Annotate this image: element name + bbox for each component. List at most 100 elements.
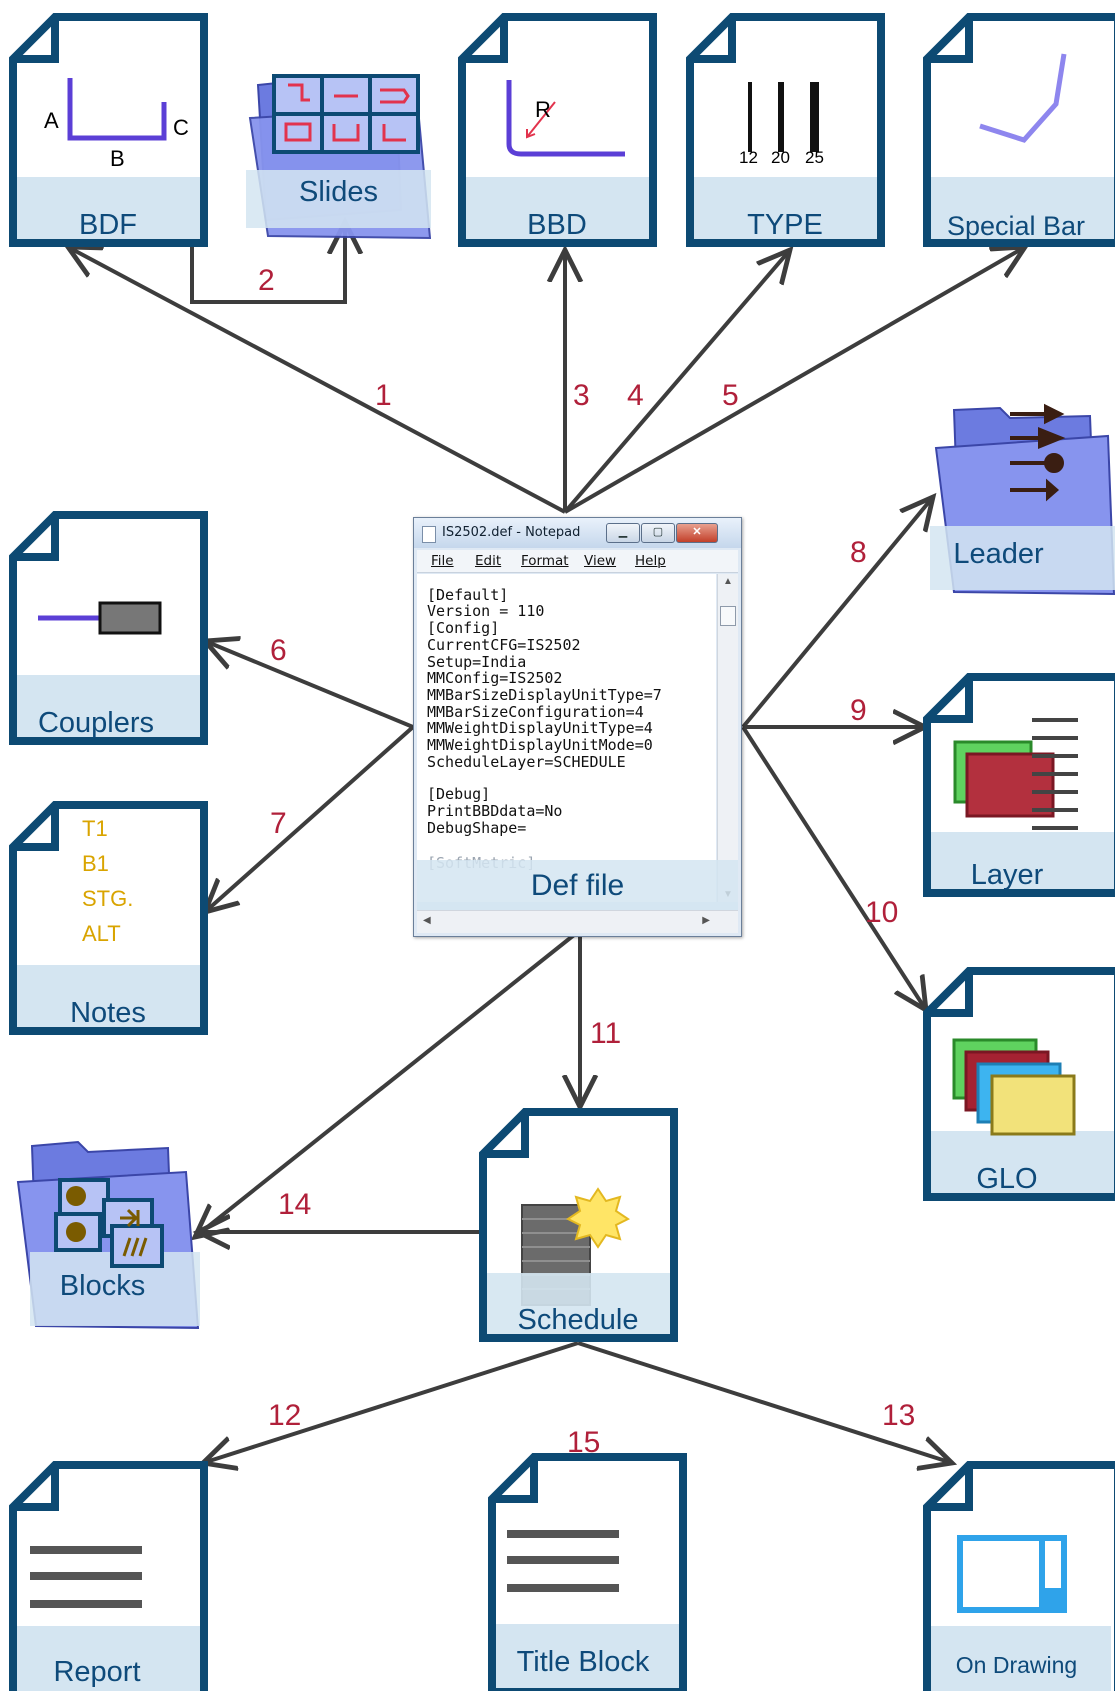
scroll-left-icon[interactable]: ◀ xyxy=(423,915,431,926)
arrow-2 xyxy=(190,222,345,304)
node-slides[interactable]: Slides xyxy=(246,60,431,240)
document-icon xyxy=(458,13,657,247)
node-layer[interactable]: Layer xyxy=(922,672,1115,898)
step-14: 14 xyxy=(278,1188,311,1221)
document-icon xyxy=(9,801,208,1035)
text-line: Version = 110 xyxy=(427,602,545,620)
menu-bar: File Edit Format View Help xyxy=(417,550,738,573)
horizontal-scrollbar[interactable]: ◀ ▶ xyxy=(417,910,738,933)
node-bbd[interactable]: R BBD xyxy=(457,12,657,248)
node-label: Blocks xyxy=(59,1270,146,1302)
bar-size-25: 25 xyxy=(805,148,824,167)
node-label: Title Block xyxy=(516,1646,650,1678)
node-label: BDF xyxy=(79,209,137,241)
node-special-bar[interactable]: Special Bar xyxy=(922,12,1115,248)
node-label: Notes xyxy=(70,997,146,1029)
node-label: Leader xyxy=(953,538,1044,570)
step-13: 13 xyxy=(882,1399,915,1432)
node-notes[interactable]: T1 B1 STG. ALT Notes xyxy=(8,800,208,1036)
menu-format[interactable]: Format xyxy=(521,553,569,569)
step-2: 2 xyxy=(258,264,275,297)
document-icon xyxy=(923,967,1115,1201)
arrow-blocks xyxy=(195,933,576,1237)
text-line: CurrentCFG=IS2502 xyxy=(427,636,581,654)
close-icon[interactable]: ✕ xyxy=(676,523,718,543)
step-1: 1 xyxy=(375,379,392,412)
menu-file[interactable]: File xyxy=(431,553,454,569)
scroll-thumb[interactable] xyxy=(720,606,736,626)
node-glo[interactable]: GLO xyxy=(922,966,1115,1202)
step-10: 10 xyxy=(865,896,898,929)
step-6: 6 xyxy=(270,634,287,667)
node-label: Couplers xyxy=(37,707,155,739)
arrow-8 xyxy=(741,497,933,729)
arrow-12 xyxy=(203,1341,579,1463)
bar-size-20: 20 xyxy=(771,148,790,167)
text-line: MMBarSizeConfiguration=4 xyxy=(427,703,644,721)
arrow-4 xyxy=(563,250,790,514)
step-4: 4 xyxy=(627,379,644,412)
folder-icon xyxy=(246,74,431,240)
folder-icon xyxy=(16,1140,200,1330)
node-label: TYPE xyxy=(747,209,823,241)
node-label: GLO xyxy=(976,1163,1038,1195)
dim-b: B xyxy=(110,146,125,171)
node-type[interactable]: 12 20 25 TYPE xyxy=(685,12,885,248)
document-icon xyxy=(9,511,208,745)
def-file-window[interactable]: IS2502.def - Notepad ▁ ▢ ✕ File Edit For… xyxy=(413,517,742,937)
step-11: 11 xyxy=(590,1017,621,1050)
maximize-icon[interactable]: ▢ xyxy=(641,523,675,543)
folder-icon xyxy=(930,403,1115,596)
step-8: 8 xyxy=(850,536,867,569)
arrow-5 xyxy=(564,247,1025,514)
vertical-scrollbar[interactable]: ▲ ▼ xyxy=(717,574,738,902)
step-9: 9 xyxy=(850,694,867,727)
label-band xyxy=(417,860,738,910)
document-icon xyxy=(479,1108,678,1342)
document-icon xyxy=(686,13,885,247)
step-7: 7 xyxy=(270,807,287,840)
node-schedule[interactable]: Schedule xyxy=(478,1107,678,1343)
node-bdf[interactable]: A B C BDF xyxy=(8,12,208,248)
text-area[interactable]: [Default] Version = 110 [Config] Current… xyxy=(417,574,716,902)
arrow-6 xyxy=(205,641,414,729)
text-line: MMWeightDisplayUnitType=4 xyxy=(427,719,653,737)
node-label: On Drawing xyxy=(955,1652,1078,1678)
document-icon xyxy=(923,1461,1115,1691)
scroll-right-icon[interactable]: ▶ xyxy=(702,915,710,926)
node-couplers[interactable]: Couplers xyxy=(8,510,208,746)
window-titlebar[interactable]: IS2502.def - Notepad ▁ ▢ ✕ xyxy=(414,518,741,548)
text-line: ScheduleLayer=SCHEDULE xyxy=(427,753,626,771)
scroll-up-icon[interactable]: ▲ xyxy=(723,576,733,587)
text-line: PrintBBDdata=No xyxy=(427,802,563,820)
text-line: MMConfig=IS2502 xyxy=(427,669,563,687)
node-blocks[interactable]: Blocks xyxy=(16,1134,201,1330)
dim-a: A xyxy=(44,108,59,133)
dim-c: C xyxy=(173,115,189,140)
menu-view[interactable]: View xyxy=(584,553,617,569)
note-b1: B1 xyxy=(82,851,109,876)
node-leader[interactable]: Leader xyxy=(930,400,1115,596)
menu-edit[interactable]: Edit xyxy=(475,553,502,569)
node-title-block[interactable]: Title Block xyxy=(487,1452,687,1691)
step-12: 12 xyxy=(268,1399,301,1432)
document-icon xyxy=(923,673,1115,897)
note-t1: T1 xyxy=(82,816,108,841)
node-label: Def file xyxy=(530,869,625,902)
text-line: MMBarSizeDisplayUnitType=7 xyxy=(427,686,662,704)
node-label: Slides xyxy=(299,176,378,208)
node-on-drawing[interactable]: On Drawing xyxy=(922,1460,1115,1691)
document-icon xyxy=(9,1461,208,1691)
menu-help[interactable]: Help xyxy=(635,553,666,569)
node-report[interactable]: Report xyxy=(8,1460,208,1691)
node-label: Layer xyxy=(970,859,1044,891)
bar-size-12: 12 xyxy=(739,148,758,167)
node-label: Report xyxy=(53,1656,141,1688)
arrow-13 xyxy=(577,1341,952,1463)
arrow-10 xyxy=(741,725,926,1010)
text-line: DebugShape= xyxy=(427,819,527,837)
text-line: MMWeightDisplayUnitMode=0 xyxy=(427,736,653,754)
arrow-1 xyxy=(68,247,566,514)
minimize-icon[interactable]: ▁ xyxy=(606,523,640,543)
